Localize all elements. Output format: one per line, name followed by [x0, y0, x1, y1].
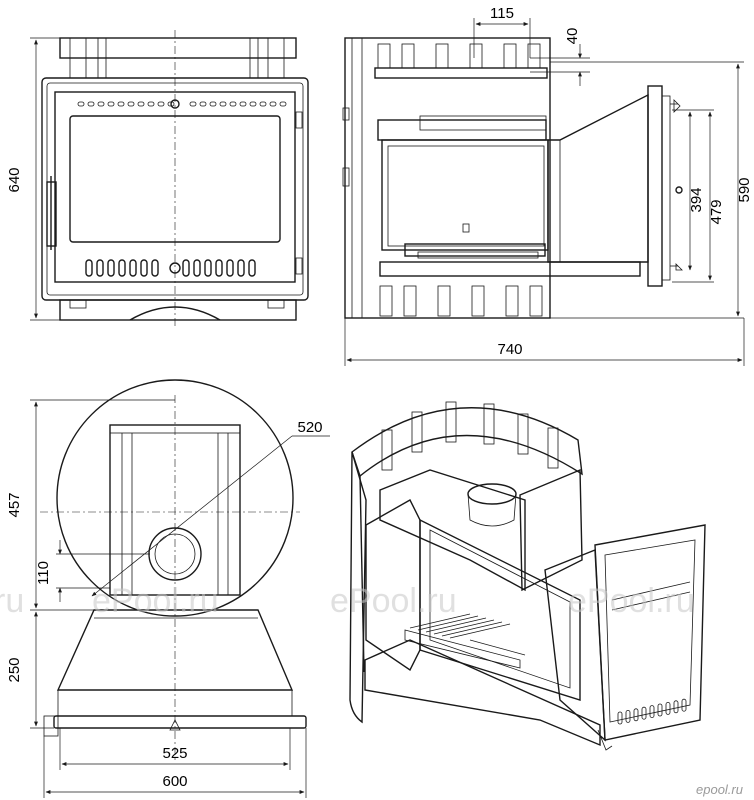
side-view: 115 40 394 479 590 740	[342, 5, 753, 366]
vent-slot	[151, 259, 159, 277]
isometric-view	[349, 401, 706, 751]
brand-logo: epool.ru	[696, 782, 743, 797]
vent-slot	[617, 711, 623, 725]
dim-side-top-offset: 115	[490, 5, 514, 22]
dim-top-radius: 520	[297, 419, 322, 436]
vent-slot	[127, 101, 135, 107]
vent-slot	[279, 101, 287, 107]
grate-bar	[449, 623, 511, 639]
grate-bar	[409, 613, 471, 629]
vent-slot	[96, 259, 104, 277]
iso-fins	[381, 401, 559, 471]
bottom-vent-slots	[85, 259, 256, 277]
vent-slot	[157, 101, 165, 107]
dim-top-body-depth: 457	[6, 492, 23, 517]
vent-slot	[269, 101, 277, 107]
grate-bar	[425, 617, 487, 633]
vent-slot	[215, 259, 223, 277]
vent-slot	[649, 705, 655, 718]
fin	[469, 43, 483, 69]
dim-side-mid-height: 479	[708, 199, 725, 224]
iso-door-vents	[617, 698, 687, 725]
vent-slot	[137, 101, 145, 107]
grate-bar	[441, 621, 503, 637]
vent-slot	[107, 101, 115, 107]
vent-slot	[87, 101, 95, 107]
dim-side-total-depth: 740	[497, 341, 522, 358]
fin	[505, 285, 519, 317]
vent-slot	[248, 259, 256, 277]
fin	[411, 411, 423, 453]
top-view: 520 457 250 110 525 600	[6, 379, 330, 798]
fin	[437, 285, 451, 317]
vent-slot	[193, 259, 201, 277]
vent-slot	[204, 259, 212, 277]
vent-slot	[259, 101, 267, 107]
dim-front-inner-width: 525	[162, 745, 187, 762]
grate-bar	[433, 619, 495, 635]
dim-front-height: 640	[6, 167, 23, 192]
watermark-center-left: ePool.ru	[92, 582, 219, 620]
vent-slot	[625, 710, 631, 723]
vent-slot	[219, 101, 227, 107]
vent-slot	[118, 259, 126, 277]
fin	[517, 413, 529, 455]
dim-side-inner-height: 394	[688, 187, 705, 212]
vent-slot	[182, 259, 190, 277]
dim-front-total-width: 600	[162, 773, 187, 790]
vent-slot	[209, 101, 217, 107]
dim-side-total-height: 590	[736, 177, 753, 202]
fin	[381, 429, 393, 471]
watermark-left: ru	[0, 582, 24, 620]
vent-slot	[199, 101, 207, 107]
vent-slot	[77, 101, 85, 107]
vent-slot	[226, 259, 234, 277]
vent-slot	[140, 259, 148, 277]
fin	[547, 427, 559, 469]
dim-side-top-depth: 40	[564, 28, 581, 45]
grate-bar	[417, 615, 479, 631]
vent-slot	[189, 101, 197, 107]
fin	[471, 285, 485, 317]
vent-slot	[249, 101, 257, 107]
vent-slot	[681, 698, 687, 712]
vent-slot	[97, 101, 105, 107]
watermark-right: ePool.ru	[568, 582, 695, 620]
top-vent-slots	[77, 101, 287, 107]
fin	[379, 285, 393, 317]
iso-grate	[409, 613, 511, 639]
bottom-fins	[379, 285, 543, 317]
vent-slot	[229, 101, 237, 107]
dim-top-hole-offset: 110	[35, 561, 52, 585]
vent-slot	[117, 101, 125, 107]
vent-slot	[147, 101, 155, 107]
vent-slot	[237, 259, 245, 277]
fin	[377, 43, 391, 69]
vent-slot	[641, 706, 647, 720]
fin	[529, 285, 543, 317]
fin	[401, 43, 415, 69]
vent-slot	[85, 259, 93, 277]
fin	[483, 403, 495, 445]
vent-slot	[633, 708, 639, 722]
vent-slot	[239, 101, 247, 107]
fin	[445, 401, 457, 443]
fin	[503, 43, 517, 69]
front-view: 640	[6, 30, 309, 326]
fin	[403, 285, 417, 317]
top-fins	[377, 43, 541, 69]
vent-slot	[665, 702, 671, 715]
watermark-center-right: ePool.ru	[330, 582, 457, 620]
vent-slot	[673, 700, 679, 714]
fin	[435, 43, 449, 69]
vent-slot	[129, 259, 137, 277]
vent-slot	[107, 259, 115, 277]
vent-slot	[657, 703, 663, 717]
dim-top-collar-depth: 250	[6, 657, 23, 682]
